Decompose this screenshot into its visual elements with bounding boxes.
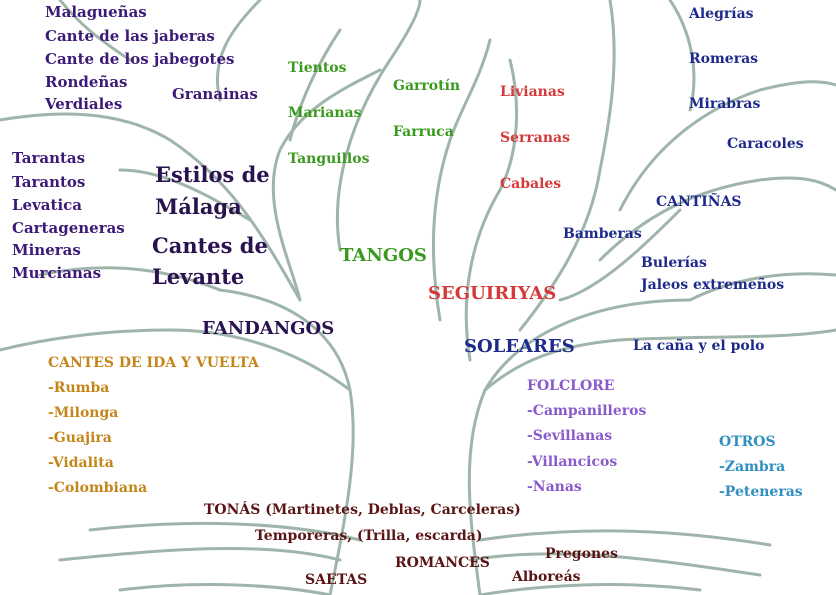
branch-left-4 xyxy=(118,168,252,222)
root-tonas: TONÁS (Martinetes, Deblas, Carceleras) xyxy=(204,502,521,518)
style-tanguillos: Tanguillos xyxy=(288,151,370,167)
style-rondenas: Rondeñas xyxy=(45,73,128,91)
style-granainas: Granainas xyxy=(172,85,258,103)
style-peteneras: -Peteneras xyxy=(719,484,803,500)
heading-folclore: FOLCLORE xyxy=(527,378,615,394)
branch-right-3 xyxy=(598,176,836,262)
heading-cantes-levante-1: Cantes de xyxy=(152,233,268,258)
branch-left-5 xyxy=(336,0,422,252)
root-3 xyxy=(468,552,762,577)
style-verdiales: Verdiales xyxy=(45,95,123,113)
style-mineras: Mineras xyxy=(12,241,81,259)
style-romeras: Romeras xyxy=(689,51,759,67)
style-cante-jaberas: Cante de las jaberas xyxy=(45,27,215,45)
style-rumba: -Rumba xyxy=(48,380,110,396)
style-cante-jabegotes: Cante de los jabegotes xyxy=(45,50,235,68)
style-caracoles: Caracoles xyxy=(727,136,804,152)
style-nanas: -Nanas xyxy=(527,479,582,495)
style-tientos: Tientos xyxy=(288,60,347,76)
heading-seguiriyas: SEGUIRIYAS xyxy=(428,283,557,304)
branch-left-1 xyxy=(0,328,352,392)
root-5 xyxy=(118,583,332,595)
root-temporeras: Temporeras, (Trilla, escarda) xyxy=(255,528,483,544)
style-tarantas: Tarantas xyxy=(12,149,86,167)
root-6 xyxy=(478,583,702,595)
heading-soleares: SOLEARES xyxy=(464,336,575,357)
style-bulerias: Bulerías xyxy=(641,255,707,271)
heading-cantes-levante-2: Levante xyxy=(152,264,245,289)
root-saetas: SAETAS xyxy=(305,572,368,588)
style-livianas: Livianas xyxy=(500,84,565,100)
heading-cantinas: CANTIÑAS xyxy=(656,194,742,210)
style-colombiana: -Colombiana xyxy=(48,480,148,496)
branch-left-6 xyxy=(271,68,382,302)
style-bamberas: Bamberas xyxy=(563,226,642,242)
branch-left-9 xyxy=(288,28,342,142)
root-pregones: Pregones xyxy=(545,546,618,562)
branch-right-7 xyxy=(464,58,519,362)
branch-right-8 xyxy=(431,38,492,322)
style-serranas: Serranas xyxy=(500,130,570,146)
root-romances: ROMANCES xyxy=(395,555,490,571)
style-campanilleros: -Campanilleros xyxy=(527,403,647,419)
root-4 xyxy=(478,529,772,547)
style-marianas: Marianas xyxy=(288,105,362,121)
heading-ida-vuelta: CANTES DE IDA Y VUELTA xyxy=(48,355,259,371)
branch-left-2 xyxy=(38,266,222,292)
style-cartageneras: Cartageneras xyxy=(12,219,125,237)
style-alegrias: Alegrías xyxy=(689,6,754,22)
style-tarantos: Tarantos xyxy=(12,173,86,191)
style-guajira: -Guajira xyxy=(48,430,112,446)
root-2 xyxy=(88,521,362,542)
style-murcianas: Murcianas xyxy=(12,264,102,282)
heading-estilos-malaga-1: Estilos de xyxy=(155,162,270,187)
root-1 xyxy=(58,546,342,562)
style-cabales: Cabales xyxy=(500,176,562,192)
branch-right-6 xyxy=(668,0,696,112)
branch-right-5 xyxy=(688,272,836,302)
root-alboreas: Alboreás xyxy=(512,569,581,585)
branch-right-1 xyxy=(483,328,836,392)
style-sevillanas: -Sevillanas xyxy=(527,428,613,444)
branch-left-3 xyxy=(0,112,302,302)
style-farruca: Farruca xyxy=(393,124,454,140)
branch-right-2 xyxy=(518,0,616,332)
style-mirabras: Mirabras xyxy=(689,96,761,112)
style-milonga: -Milonga xyxy=(48,405,119,421)
heading-otros: OTROS xyxy=(719,434,776,450)
style-levatica: Levatica xyxy=(12,196,83,214)
branch-left-8 xyxy=(58,0,132,62)
heading-tangos: TANGOS xyxy=(340,245,427,266)
branch-right-4 xyxy=(618,80,836,212)
branch-left-7 xyxy=(215,0,262,102)
branch-right-9 xyxy=(558,208,682,302)
style-jaleos-extremenos: Jaleos extremeños xyxy=(641,277,785,293)
heading-estilos-malaga-2: Málaga xyxy=(155,194,242,219)
style-cana-polo: La caña y el polo xyxy=(633,338,765,354)
style-garrotin: Garrotín xyxy=(393,78,461,94)
heading-fandangos: FANDANGOS xyxy=(202,318,335,339)
style-villancicos: -Villancicos xyxy=(527,454,618,470)
style-vidalita: -Vidalita xyxy=(48,455,114,471)
style-malaguenas: Malagueñas xyxy=(45,3,147,21)
style-zambra: -Zambra xyxy=(719,459,786,475)
